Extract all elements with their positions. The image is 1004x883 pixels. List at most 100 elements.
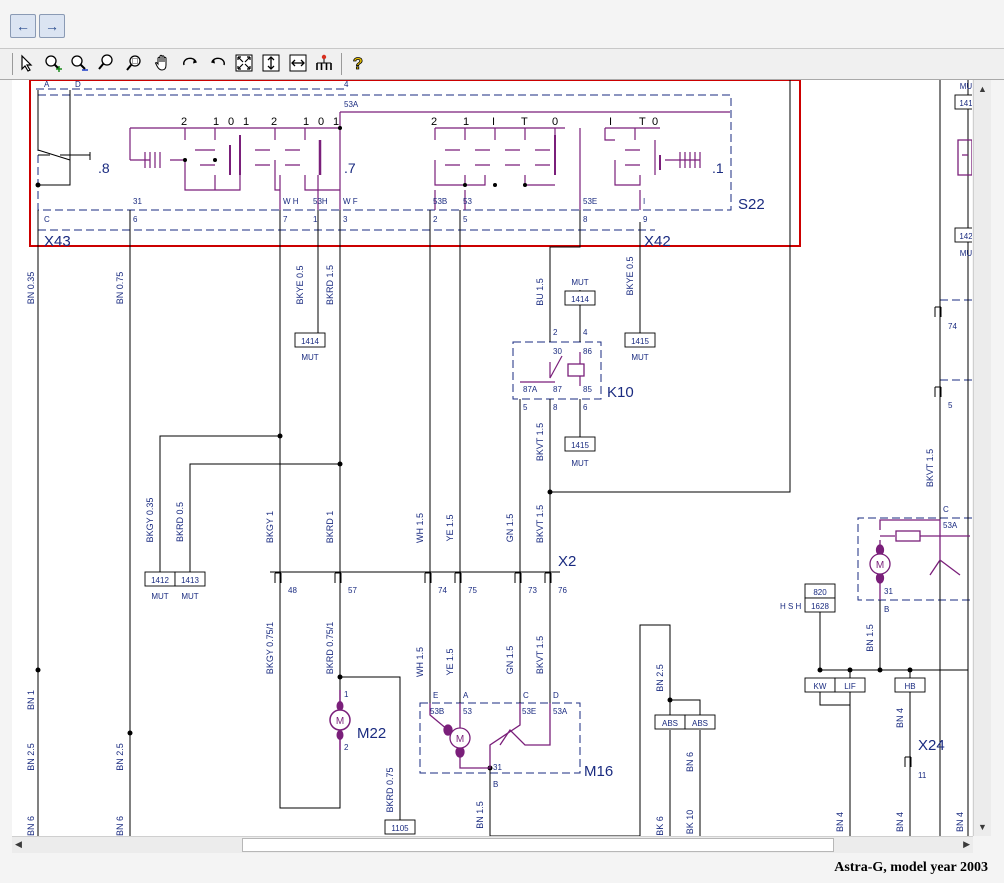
fit-height-icon[interactable] [260, 52, 282, 74]
help-icon[interactable]: ? [347, 52, 369, 74]
horizontal-scrollbar[interactable]: ◀ ▶ [12, 836, 973, 853]
wire-label: BKRD 0.75/1 [325, 622, 335, 675]
zoom-area-icon[interactable] [124, 52, 146, 74]
box-label: KW [814, 682, 827, 691]
pin-label: 74 [438, 586, 447, 595]
back-arrow-icon[interactable]: ← [10, 14, 36, 38]
wire-label: BN 4 [895, 812, 905, 832]
x43-label: X43 [44, 233, 71, 250]
switch-ref: .7 [344, 160, 356, 176]
pin-label: 5 [463, 215, 468, 224]
forward-arrow-icon[interactable]: → [39, 14, 65, 38]
pin-label: D [553, 691, 559, 700]
wire-label: BU 1.5 [535, 278, 545, 306]
pin-label: B [884, 605, 889, 614]
pin-label: B [493, 780, 498, 789]
scroll-right-icon[interactable]: ▶ [963, 839, 970, 849]
box-label: 142 [959, 232, 972, 241]
switch-pos: 0 [652, 116, 658, 128]
pin-label: 30 [553, 347, 562, 356]
pin-label: 2 [344, 743, 349, 752]
wire-label: BN 1 [26, 690, 36, 710]
right-motor [869, 139, 972, 600]
pin-label: E [433, 691, 438, 700]
switch-pos: 0 [228, 116, 234, 128]
component-names: S22 X43 X42 K10 X2 M22 M16 X24 [44, 196, 945, 780]
box-label: ABS [662, 719, 678, 728]
wire-label: BN 1.5 [865, 624, 875, 652]
wiring-diagram-canvas[interactable]: S22 X43 X42 K10 X2 M22 M16 X24 2 1 0 1 2… [12, 80, 972, 836]
vertical-scrollbar[interactable]: ▲ ▼ [973, 80, 991, 836]
scroll-down-icon[interactable]: ▼ [978, 822, 987, 832]
switch-pos: T [639, 116, 646, 128]
wire-label: BN 4 [895, 708, 905, 728]
wire-label: BKVT 1.5 [535, 423, 545, 461]
wire-labels: BN 0.35 BN 0.75 BKYE 0.5 BKRD 1.5 BU 1.5… [26, 256, 965, 836]
pin-label: 85 [583, 385, 592, 394]
wire-label: BKVT 1.5 [535, 505, 545, 543]
m22-label: M22 [357, 725, 386, 742]
wire-label: GN 1.5 [505, 646, 515, 675]
box-label: 1415 [571, 441, 589, 450]
scroll-left-icon[interactable]: ◀ [15, 839, 22, 849]
pointer-icon[interactable] [16, 52, 38, 74]
fit-width-icon[interactable] [287, 52, 309, 74]
pin-label: 7 [283, 215, 288, 224]
wire-label: BN 0.75 [115, 272, 125, 305]
switch-pos: 2 [181, 116, 187, 128]
pin-label: 31 [133, 197, 142, 206]
pin-label: D [75, 80, 81, 89]
network-icon[interactable] [313, 52, 335, 74]
zoom-icon[interactable] [96, 52, 118, 74]
scroll-up-icon[interactable]: ▲ [978, 84, 987, 94]
wire-label: BN 4 [955, 812, 965, 832]
wire-label: BN 1.5 [475, 801, 485, 829]
pan-hand-icon[interactable] [152, 52, 174, 74]
pin-label: 86 [583, 347, 592, 356]
wire-label: BKRD 1 [325, 511, 335, 544]
pin-label: 11 [918, 771, 927, 780]
wire-label: BKYE 0.5 [625, 256, 635, 295]
wire-label: BKRD 0.5 [175, 502, 185, 542]
wire-label: BKRD 1.5 [325, 265, 335, 305]
switch-position-labels: 2 1 0 1 2 1 0 1 2 1 I T 0 I T 0 [181, 116, 658, 128]
pin-label: A [463, 691, 469, 700]
fit-page-icon[interactable] [233, 52, 255, 74]
pin-label: A [44, 80, 50, 89]
pin-label: C [523, 691, 529, 700]
pin-label: 3 [343, 215, 348, 224]
zoom-out-icon[interactable] [68, 52, 90, 74]
x42-label: X42 [644, 233, 671, 250]
wire-label: BKRD 0.75 [385, 767, 395, 812]
pin-label: 8 [583, 215, 588, 224]
toolbar: ? [0, 48, 1004, 80]
pin-label: 75 [468, 586, 477, 595]
pin-label: 53B [433, 197, 447, 206]
pin-label: 87A [523, 385, 538, 394]
box-label: 820 [813, 588, 827, 597]
zoom-in-icon[interactable] [42, 52, 64, 74]
pin-label: 53 [463, 197, 472, 206]
scroll-thumb[interactable] [242, 838, 834, 852]
switch-pos: 2 [271, 116, 277, 128]
box-label: MU [960, 249, 972, 258]
rotate-right-icon[interactable] [180, 52, 202, 74]
switch-pos: 0 [552, 116, 558, 128]
pin-label: C [44, 215, 50, 224]
pin-label: 48 [288, 586, 297, 595]
x43-switch [37, 90, 91, 186]
switch-pos: 0 [318, 116, 324, 128]
wiring-diagram: S22 X43 X42 K10 X2 M22 M16 X24 2 1 0 1 2… [26, 80, 972, 836]
rotate-left-icon[interactable] [206, 52, 228, 74]
switch-pos: I [492, 116, 495, 128]
pin-label: 6 [133, 215, 138, 224]
pin-label: 53E [522, 707, 536, 716]
pin-label: 2 [433, 215, 438, 224]
switch-module-frame [29, 80, 801, 247]
switch-ref: .1 [712, 160, 724, 176]
document-caption: Astra-G, model year 2003 [834, 860, 988, 875]
m16-motor [429, 703, 551, 769]
pin-label: W F [343, 197, 358, 206]
right-dashed-lines [940, 299, 972, 381]
motor-icon: M [456, 734, 464, 745]
